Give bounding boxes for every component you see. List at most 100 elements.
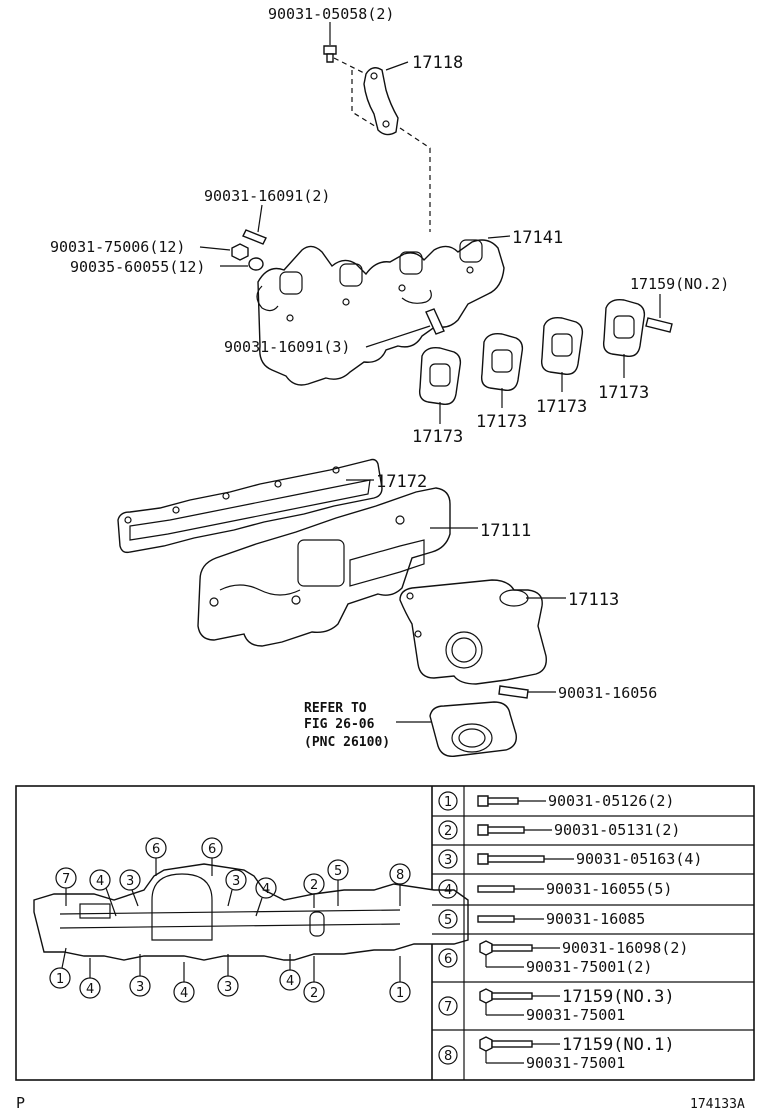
legend-row-1: 1 90031-05126(2) <box>438 791 674 811</box>
callout-gasket-2: 17173 <box>476 412 527 432</box>
svg-text:90031-16085: 90031-16085 <box>546 910 645 928</box>
callout-gasket-4: 17173 <box>598 383 649 403</box>
svg-text:90031-05131(2): 90031-05131(2) <box>554 821 680 839</box>
callout-intake-manifold: 17111 <box>480 521 531 541</box>
svg-text:7: 7 <box>444 1000 452 1015</box>
stud-upper: 90031-16091(2) <box>204 187 330 245</box>
svg-text:4: 4 <box>180 986 188 1001</box>
stud-lower: 90031-16091(3) <box>224 308 445 356</box>
exhaust-gasket-4: 17173 <box>598 298 649 403</box>
svg-text:90031-16055(5): 90031-16055(5) <box>546 880 672 898</box>
svg-text:8: 8 <box>444 1049 452 1064</box>
callout-exhaust-manifold: 17141 <box>512 228 563 248</box>
svg-text:3: 3 <box>232 874 240 889</box>
legend-row-4: 4 90031-16055(5) <box>438 879 672 899</box>
svg-text:1: 1 <box>56 972 64 987</box>
svg-text:90031-05126(2): 90031-05126(2) <box>548 792 674 810</box>
marker: 4 <box>255 877 277 917</box>
callout-intake-gasket: 17172 <box>376 472 427 492</box>
refer-line3: (PNC 26100) <box>304 735 390 750</box>
marker: 4 <box>79 958 101 999</box>
exhaust-gasket-1: 17173 <box>412 346 463 447</box>
legend-row-5: 5 90031-16085 <box>438 909 645 929</box>
svg-text:90031-05163(4): 90031-05163(4) <box>576 850 702 868</box>
legend-row-2: 2 90031-05131(2) <box>438 820 680 840</box>
marker: 3 <box>217 954 239 997</box>
bolt-top-group: 90031-05058(2) <box>268 5 394 63</box>
legend-row-3: 3 90031-05163(4) <box>438 849 702 869</box>
exhaust-gasket-3: 17173 <box>536 316 587 417</box>
svg-text:3: 3 <box>224 980 232 995</box>
marker: 4 <box>173 962 195 1003</box>
inset-manifold <box>33 863 469 961</box>
nut-washer: 90031-75006(12) 90035-60055(12) <box>50 238 264 276</box>
svg-text:4: 4 <box>286 974 294 989</box>
bracket-17118: 17118 <box>333 53 463 232</box>
callout-gasket-1: 17173 <box>412 427 463 447</box>
intake-gasket: 17172 <box>117 458 427 554</box>
svg-text:90031-75001(2): 90031-75001(2) <box>526 958 652 976</box>
exhaust-gasket-2: 17173 <box>476 332 527 432</box>
svg-text:3: 3 <box>126 874 134 889</box>
svg-text:90031-16098(2): 90031-16098(2) <box>562 939 688 957</box>
svg-text:90031-75001: 90031-75001 <box>526 1054 625 1072</box>
legend-row-6: 6 90031-16098(2) 90031-75001(2) <box>438 939 688 976</box>
svg-text:5: 5 <box>334 864 342 879</box>
marker: 1 <box>389 956 411 1003</box>
marker: 2 <box>303 873 325 908</box>
svg-text:8: 8 <box>396 868 404 883</box>
callout-stud-no2: 17159(NO.2) <box>630 275 729 293</box>
svg-text:4: 4 <box>444 883 452 898</box>
callout-stud-upper: 90031-16091(2) <box>204 187 330 205</box>
svg-text:1: 1 <box>444 795 452 810</box>
svg-text:6: 6 <box>208 842 216 857</box>
svg-text:7: 7 <box>62 872 70 887</box>
stud-no2: 17159(NO.2) <box>630 275 729 333</box>
svg-text:3: 3 <box>444 853 452 868</box>
refer-line1: REFER TO <box>304 701 367 716</box>
svg-text:1: 1 <box>396 986 404 1001</box>
svg-text:17159(NO.3): 17159(NO.3) <box>562 987 675 1007</box>
callout-nut: 90031-75006(12) <box>50 238 185 256</box>
intake-manifold: 17111 <box>197 487 531 647</box>
svg-text:4: 4 <box>262 882 270 897</box>
marker: 7 <box>55 867 77 906</box>
legend-row-7: 7 17159(NO.3) 90031-75001 <box>438 987 675 1024</box>
marker: 3 <box>225 869 247 907</box>
throttle-adapter: 17113 <box>399 579 619 685</box>
svg-text:2: 2 <box>310 986 318 1001</box>
svg-text:4: 4 <box>86 982 94 997</box>
callout-throttle-adapter: 17113 <box>568 590 619 610</box>
exhaust-manifold: 17141 <box>256 228 563 386</box>
svg-text:2: 2 <box>444 824 452 839</box>
marker: 4 <box>279 954 301 991</box>
marker: 6 <box>145 837 167 876</box>
marker: 5 <box>327 859 349 906</box>
callout-gasket-3: 17173 <box>536 397 587 417</box>
callout-stud-throttle: 90031-16056 <box>558 684 657 702</box>
marker: 2 <box>303 956 325 1003</box>
svg-text:6: 6 <box>444 952 452 967</box>
marker: 4 <box>89 869 117 917</box>
svg-text:17159(NO.1): 17159(NO.1) <box>562 1035 675 1055</box>
marker: 3 <box>119 869 141 907</box>
marker: 8 <box>389 863 411 906</box>
svg-text:2: 2 <box>310 878 318 893</box>
callout-bracket: 17118 <box>412 53 463 73</box>
throttle-body: REFER TO FIG 26-06 (PNC 26100) <box>304 701 517 757</box>
marker: 3 <box>129 954 151 997</box>
svg-text:5: 5 <box>444 913 452 928</box>
legend-row-8: 8 17159(NO.1) 90031-75001 <box>438 1035 675 1072</box>
callout-washer: 90035-60055(12) <box>70 258 205 276</box>
svg-text:90031-75001: 90031-75001 <box>526 1006 625 1024</box>
callout-bolt-top: 90031-05058(2) <box>268 5 394 23</box>
svg-text:4: 4 <box>96 874 104 889</box>
inset-box: 7 4 3 6 6 3 4 2 5 8 1 4 3 4 3 4 2 1 <box>15 785 755 1081</box>
legend-table: 1 90031-05126(2) 2 90031-05131(2) 3 9003… <box>432 786 754 1080</box>
figure-code: 174133A <box>690 1097 745 1112</box>
marker: 6 <box>201 837 223 876</box>
marker: 1 <box>49 947 71 989</box>
page-letter: P <box>16 1094 25 1112</box>
svg-text:3: 3 <box>136 980 144 995</box>
svg-text:6: 6 <box>152 842 160 857</box>
